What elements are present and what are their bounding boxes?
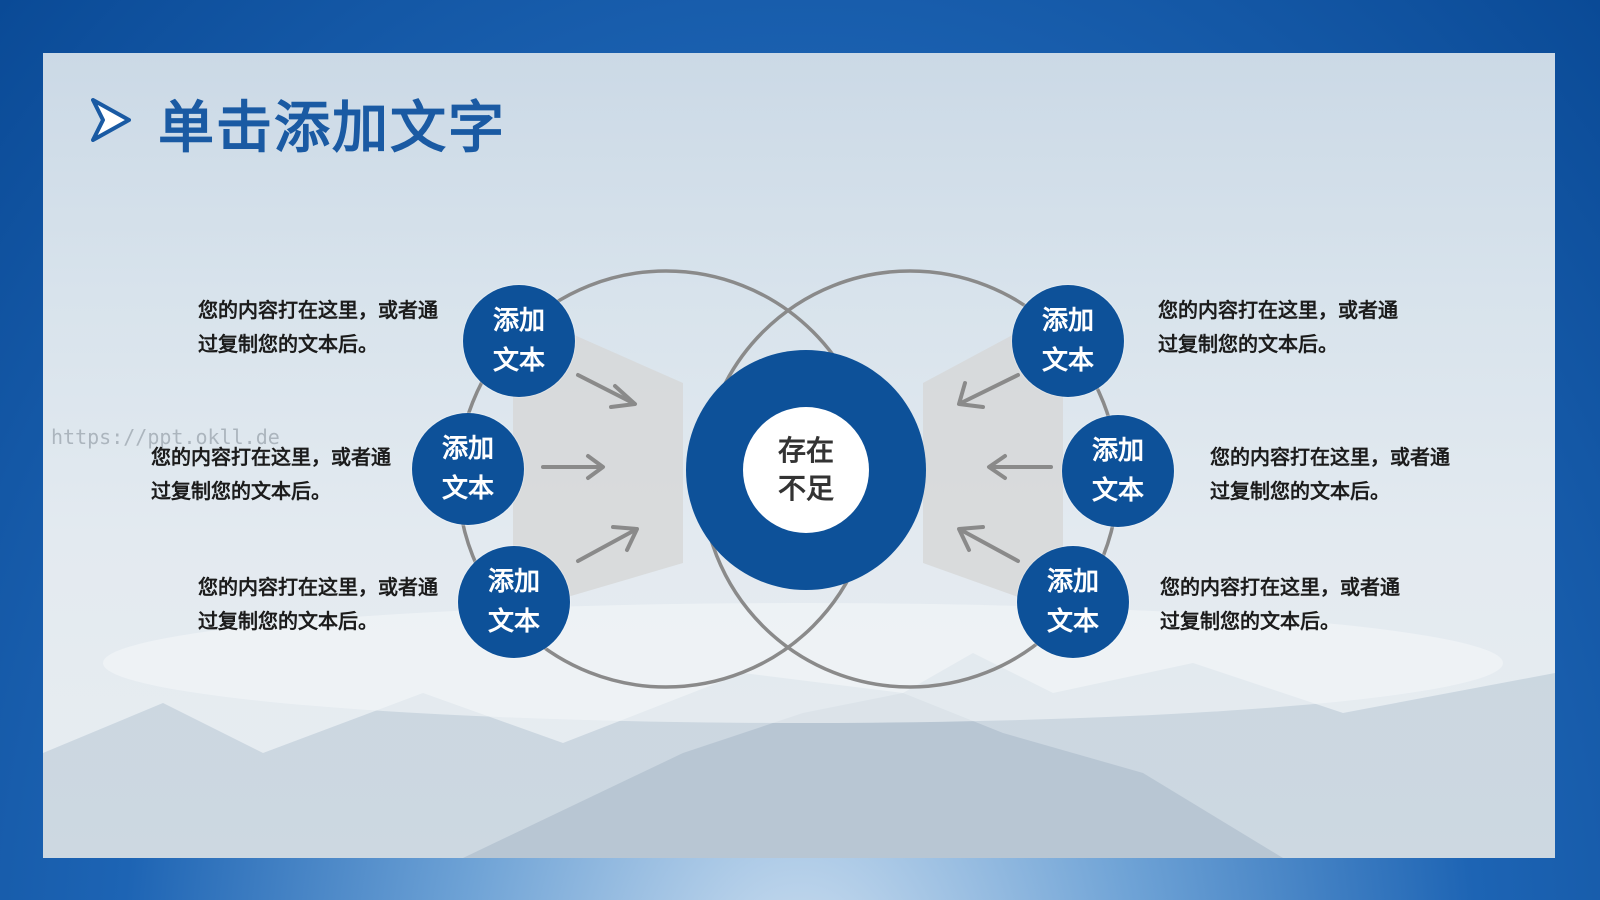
watermark: https://ppt.okll.de [51,425,280,449]
left-wedge [513,308,683,613]
right-text-1[interactable]: 您的内容打在这里，或者通过复制您的文本后。 [1158,298,1398,356]
right-text-3[interactable]: 您的内容打在这里，或者通过复制您的文本后。 [1160,575,1400,633]
slide: 单击添加文字 https://ppt.okll.de [43,53,1555,858]
left-node-1[interactable]: 添加文本 [463,285,575,397]
right-text-2[interactable]: 您的内容打在这里，或者通过复制您的文本后。 [1210,445,1450,503]
mountain-background [43,603,1555,858]
page-title[interactable]: 单击添加文字 [158,96,506,161]
left-text-1[interactable]: 您的内容打在这里，或者通过复制您的文本后。 [198,298,438,356]
left-node-3[interactable]: 添加文本 [458,546,570,658]
left-text-3[interactable]: 您的内容打在这里，或者通过复制您的文本后。 [198,575,438,633]
arrow-icon [576,525,639,563]
right-node-1[interactable]: 添加文本 [1012,285,1124,397]
arrow-icon [987,454,1053,480]
right-wedge [923,308,1063,613]
right-node-2[interactable]: 添加文本 [1062,415,1174,527]
left-text-2[interactable]: 您的内容打在这里，或者通过复制您的文本后。 [151,445,391,503]
arrow-icon [957,373,1020,409]
arrow-icon [541,454,605,480]
arrow-icon [957,525,1020,563]
center-label[interactable]: 存在不足 [743,407,869,533]
right-node-3[interactable]: 添加文本 [1017,546,1129,658]
left-node-2[interactable]: 添加文本 [412,413,524,525]
arrow-icon [91,98,131,142]
arrow-icon [576,373,637,409]
